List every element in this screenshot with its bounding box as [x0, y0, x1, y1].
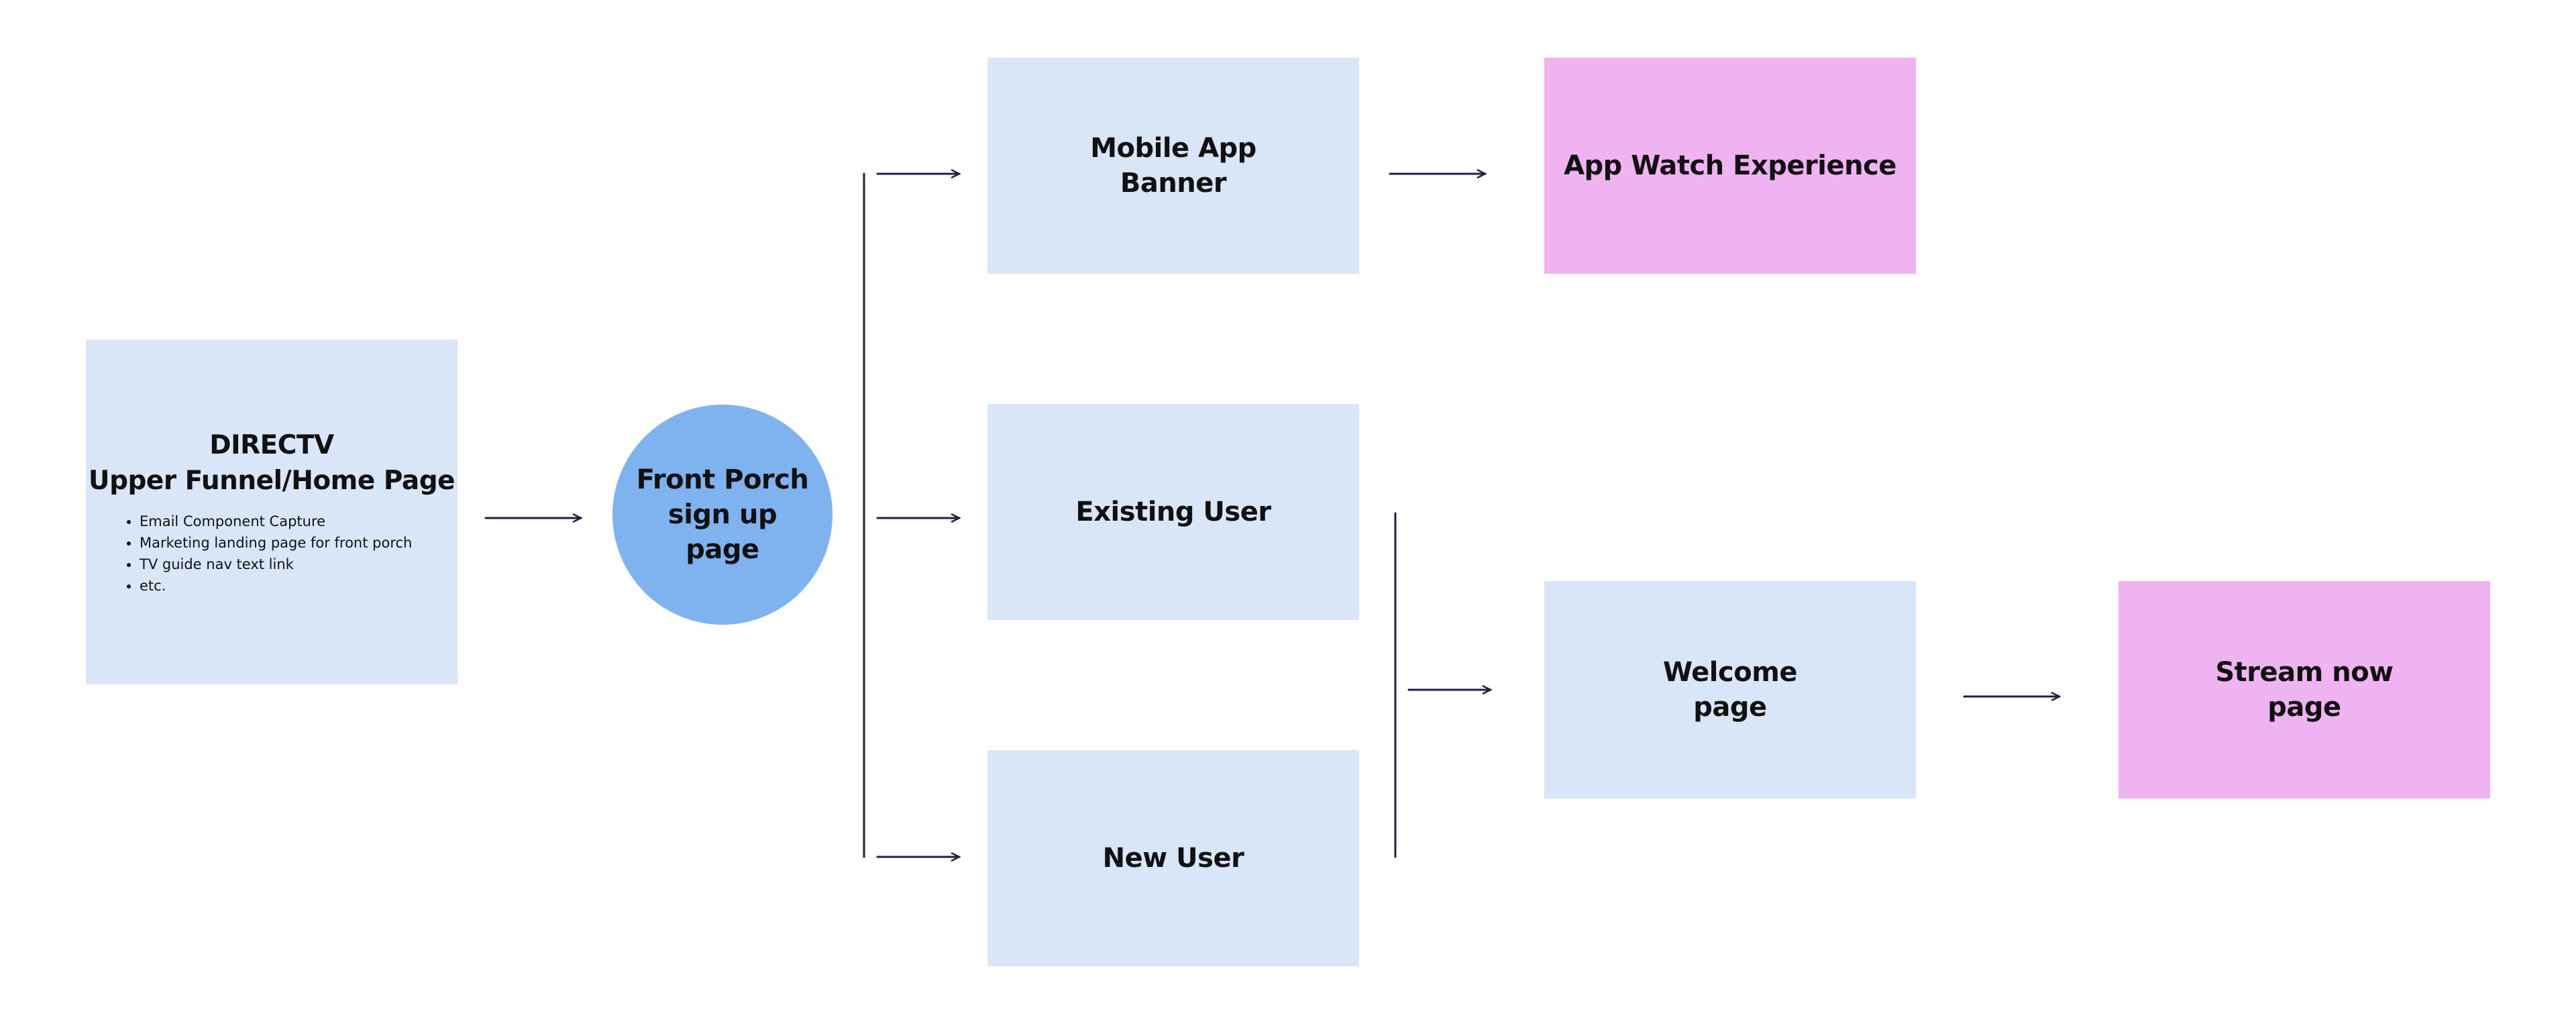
label-line: page [2267, 692, 2341, 723]
node-existing-user-label: Existing User [1075, 495, 1271, 529]
node-stream-now-page: Stream now page [2118, 581, 2490, 799]
label-line: App Watch Experience [1564, 150, 1896, 181]
bullet-item: Marketing landing page for front porch [140, 532, 412, 554]
node-welcome-page-label: Welcome page [1662, 655, 1798, 725]
bullet-item: Email Component Capture [140, 511, 412, 532]
node-front-porch-label: Front Porch sign up page [637, 462, 809, 567]
node-mobile-app-banner-label: Mobile App Banner [1090, 131, 1256, 201]
label-line: Stream now [2215, 657, 2394, 688]
node-new-user-label: New User [1103, 841, 1244, 876]
node-mobile-app-banner: Mobile App Banner [987, 58, 1359, 274]
node-app-watch-experience-label: App Watch Experience [1564, 148, 1896, 183]
label-line: New User [1102, 843, 1244, 874]
home-page-bullet-list: Email Component Capture Marketing landin… [86, 511, 412, 597]
label-line: sign up [667, 499, 777, 530]
node-new-user: New User [987, 750, 1359, 966]
label-line: Mobile App [1090, 133, 1256, 164]
label-line: Front Porch [636, 464, 809, 495]
bullet-item: TV guide nav text link [140, 554, 412, 575]
title-line: Upper Funnel/Home Page [88, 466, 455, 496]
label-line: Welcome [1662, 657, 1798, 688]
node-stream-now-page-label: Stream now page [2215, 655, 2394, 725]
title-line: DIRECTV [209, 430, 334, 460]
node-existing-user: Existing User [987, 404, 1359, 620]
label-line: page [686, 534, 759, 565]
node-welcome-page: Welcome page [1544, 581, 1916, 799]
bullet-item: etc. [140, 575, 412, 597]
node-app-watch-experience: App Watch Experience [1544, 58, 1916, 274]
node-directv-home-page-title: DIRECTV Upper Funnel/Home Page [89, 427, 455, 499]
label-line: Banner [1120, 168, 1227, 199]
node-front-porch-signup: Front Porch sign up page [612, 405, 833, 625]
label-line: page [1693, 692, 1767, 723]
label-line: Existing User [1075, 497, 1271, 527]
node-directv-home-page: DIRECTV Upper Funnel/Home Page Email Com… [86, 340, 458, 684]
